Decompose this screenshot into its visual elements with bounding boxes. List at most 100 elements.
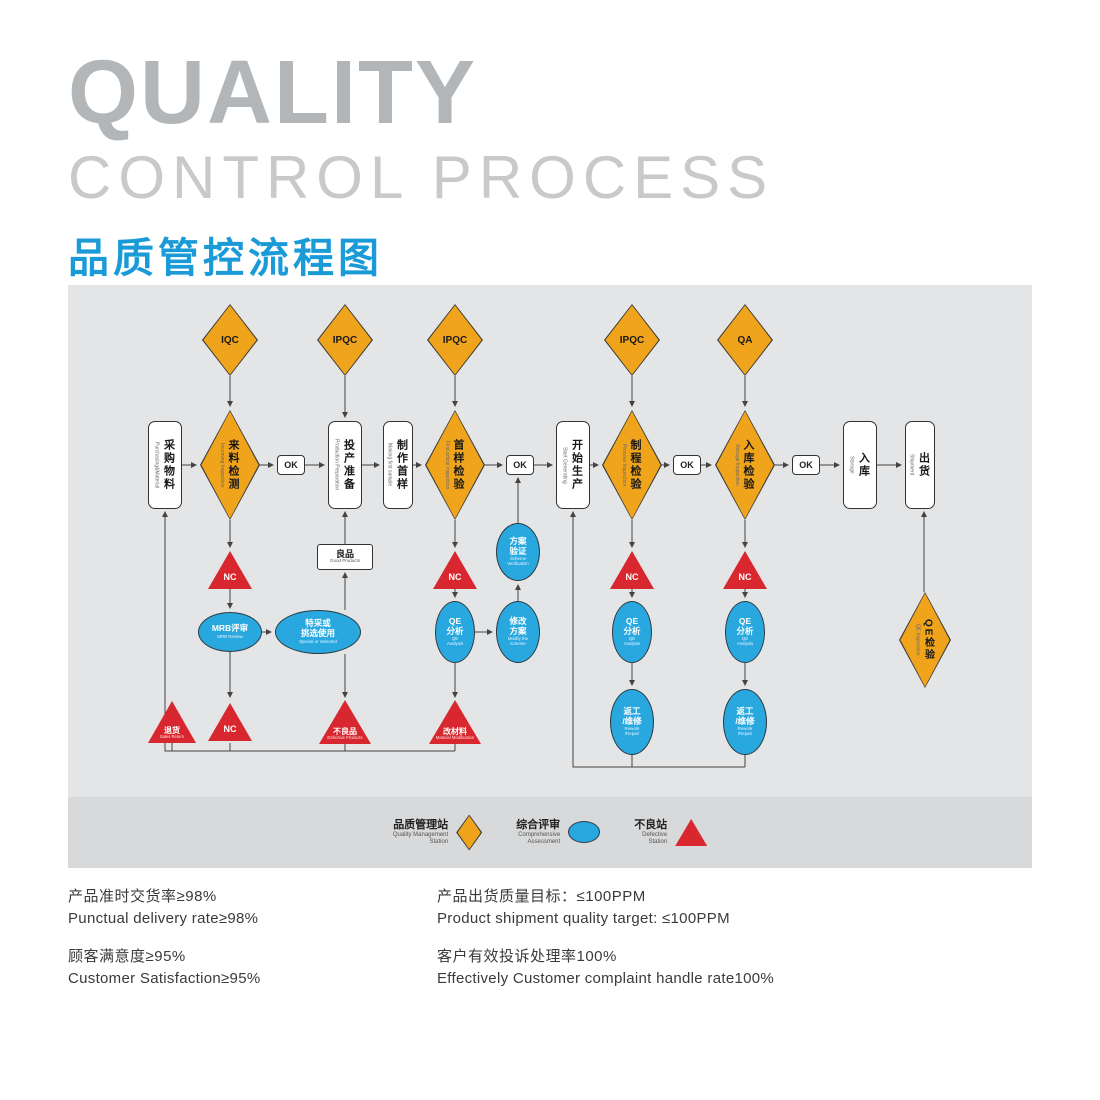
node-label-en: Purchasing&Material — [153, 441, 160, 489]
node-label-en: Rework /Repair — [737, 726, 753, 737]
flow-node-ipqc-2: IPQC — [427, 304, 483, 376]
node-label-cn: QE 分析 — [446, 615, 464, 636]
stat-complaint-handle-rate: 客户有效投诉处理率100% Effectively Customer compl… — [437, 948, 774, 989]
legend-label-en: Quality Management Station — [392, 831, 449, 845]
quality-station-diamond-icon — [456, 814, 483, 851]
flow-node-process-inspection: Process Inspection 制程检验 — [602, 410, 662, 520]
flow-node-defective-products: 不良品 Defective Products — [319, 700, 371, 744]
node-label-cn: 特采或 挑选使用 — [300, 618, 335, 639]
flow-node-good-products: 良品 Good Products — [317, 544, 373, 570]
legend-label-cn: 不良站 — [634, 819, 668, 832]
legend-band: 品质管理站 Quality Management Station 综合评审 Co… — [68, 797, 1032, 868]
node-label-cn: 投产准备 — [342, 439, 355, 491]
legend-item-defective-station: 不良站 Defective Station — [634, 819, 708, 846]
flow-node-ipqc-3: IPQC — [604, 304, 660, 376]
flow-node-ok-3: OK — [673, 455, 701, 475]
node-label: QA — [737, 334, 753, 346]
node-label-en: Storage Inspection — [734, 444, 740, 486]
flow-node-incoming-inspection: Incoming Inspection 来料检测 — [200, 410, 260, 520]
flow-node-qa: QA — [717, 304, 773, 376]
node-label-cn: 返工 /维修 — [735, 705, 755, 726]
node-label: NC — [448, 572, 462, 583]
arrow-group — [162, 376, 927, 768]
node-label-cn: 制作首样 — [395, 439, 408, 491]
stat-punctual-delivery: 产品准时交货率≥98% Punctual delivery rate≥98% — [68, 888, 258, 929]
node-label-cn: 方案 验证 — [509, 535, 527, 556]
stat-label-cn: 客户有效投诉处理率100% — [437, 948, 617, 965]
node-label-en: Sales Return — [159, 734, 185, 740]
title-english-line2: CONTROL PROCESS — [68, 144, 775, 211]
node-label-en: Special or Selected — [299, 638, 337, 644]
flow-node-making-first-sample: Making first sample 制作首样 — [383, 421, 413, 509]
node-label-cn: 修改 方案 — [509, 615, 527, 636]
node-label-cn: 改材料 — [443, 726, 467, 736]
node-label-en: MRB Review — [217, 633, 243, 639]
legend-label-en: Defective Station — [642, 831, 668, 845]
flow-node-qe-inspection: QE Inspection QE检验 — [899, 592, 951, 688]
node-label-cn: 出货 — [917, 452, 930, 478]
flow-node-nc-5: NC — [208, 703, 252, 741]
stat-label-cn: 产品出货质量目标：≤100PPM — [437, 888, 646, 905]
flow-node-sales-return: 退货 Sales Return — [148, 701, 196, 743]
node-label-cn: 不良品 — [333, 726, 357, 736]
node-label: NC — [223, 724, 237, 735]
flow-node-material-modification: 改材料 Material Modification — [429, 700, 481, 744]
node-label-cn: QE检验 — [922, 618, 934, 662]
node-label: IPQC — [332, 334, 358, 346]
node-label: NC — [625, 572, 639, 583]
stat-label-en: Customer Satisfaction≥95% — [68, 969, 261, 987]
node-label-en: Rework /Repair — [624, 726, 640, 737]
legend-label-cn: 综合评审 — [516, 819, 561, 832]
stat-customer-satisfaction: 顾客满意度≥95% Customer Satisfaction≥95% — [68, 948, 260, 989]
node-label-cn: MRB评审 — [211, 623, 249, 634]
flow-node-rework-repair-1: 返工 /维修 Rework /Repair — [610, 689, 654, 755]
node-label: NC — [223, 572, 237, 583]
flow-node-special-or-selected: 特采或 挑选使用 Special or Selected — [275, 610, 361, 654]
node-label-en: Making first sample — [386, 443, 393, 487]
node-label-en: First article inspection — [444, 440, 450, 490]
legend-item-quality-management-station: 品质管理站 Quality Management Station — [392, 814, 483, 851]
flow-node-purchasing-material: Purchasing&Material 采购物料 — [148, 421, 182, 509]
flow-node-start-production: Start Generating 开始生产 — [556, 421, 590, 509]
node-label-en: Modify the scheme — [507, 636, 529, 647]
flow-node-first-article-inspection: First article inspection 首样检验 — [425, 410, 485, 520]
node-label: IPQC — [442, 334, 468, 346]
stat-label-cn: 顾客满意度≥95% — [68, 948, 186, 965]
node-label-cn: 入库检验 — [742, 439, 754, 491]
node-label-en: Start Generating — [561, 446, 568, 484]
node-label-cn: 采购物料 — [162, 439, 175, 491]
node-label: IPQC — [619, 334, 645, 346]
node-label: OK — [680, 460, 694, 470]
stat-label-en: Punctual delivery rate≥98% — [68, 909, 259, 927]
flow-node-nc-3: NC — [610, 551, 654, 589]
flow-node-qe-analysis-3: QE 分析 QE Analysis — [725, 601, 765, 663]
header: QUALITY CONTROL PROCESS 品质管控流程图 — [68, 48, 774, 284]
legend-label-cn: 品质管理站 — [393, 819, 449, 832]
node-label-cn: QE 分析 — [623, 615, 641, 636]
stat-label-en: Effectively Customer complaint handle ra… — [437, 969, 775, 987]
legend-item-comprehensive-assessment: 综合评审 Comprehensive Assessment — [516, 819, 601, 845]
node-label-en: Production Preparation — [333, 439, 340, 491]
node-label-en: Incoming Inspection — [219, 442, 225, 488]
title-english-line1: QUALITY — [68, 43, 477, 143]
flow-node-production-preparation: Production Preparation 投产准备 — [328, 421, 362, 509]
node-label: NC — [738, 572, 752, 583]
node-label: IQC — [221, 334, 239, 346]
stat-label-en: Product shipment quality target: ≤100PPM — [437, 909, 730, 927]
flow-node-nc-1: NC — [208, 551, 252, 589]
node-label-cn: 制程检验 — [629, 439, 641, 491]
node-label: OK — [799, 460, 813, 470]
title-chinese: 品质管控流程图 — [68, 235, 383, 281]
node-label-cn: 开始生产 — [570, 439, 583, 491]
legend-label-en: Comprehensive Assessment — [518, 831, 561, 845]
flow-node-scheme-verification: 方案 验证 Scheme Verification — [496, 523, 540, 581]
flow-node-mrb-review: MRB评审 MRB Review — [198, 612, 262, 652]
node-label-en: QE Analysis — [446, 636, 464, 647]
flow-node-ok-4: OK — [792, 455, 820, 475]
flow-node-storage: Storage 入库 — [843, 421, 877, 509]
node-label-cn: 返工 /维修 — [622, 705, 642, 726]
node-label-cn: QE 分析 — [736, 615, 754, 636]
node-label-en: Shipment — [908, 454, 915, 476]
flow-node-qe-analysis-1: QE 分析 QE Analysis — [435, 601, 475, 663]
node-label-en: Material Modification — [435, 735, 475, 741]
